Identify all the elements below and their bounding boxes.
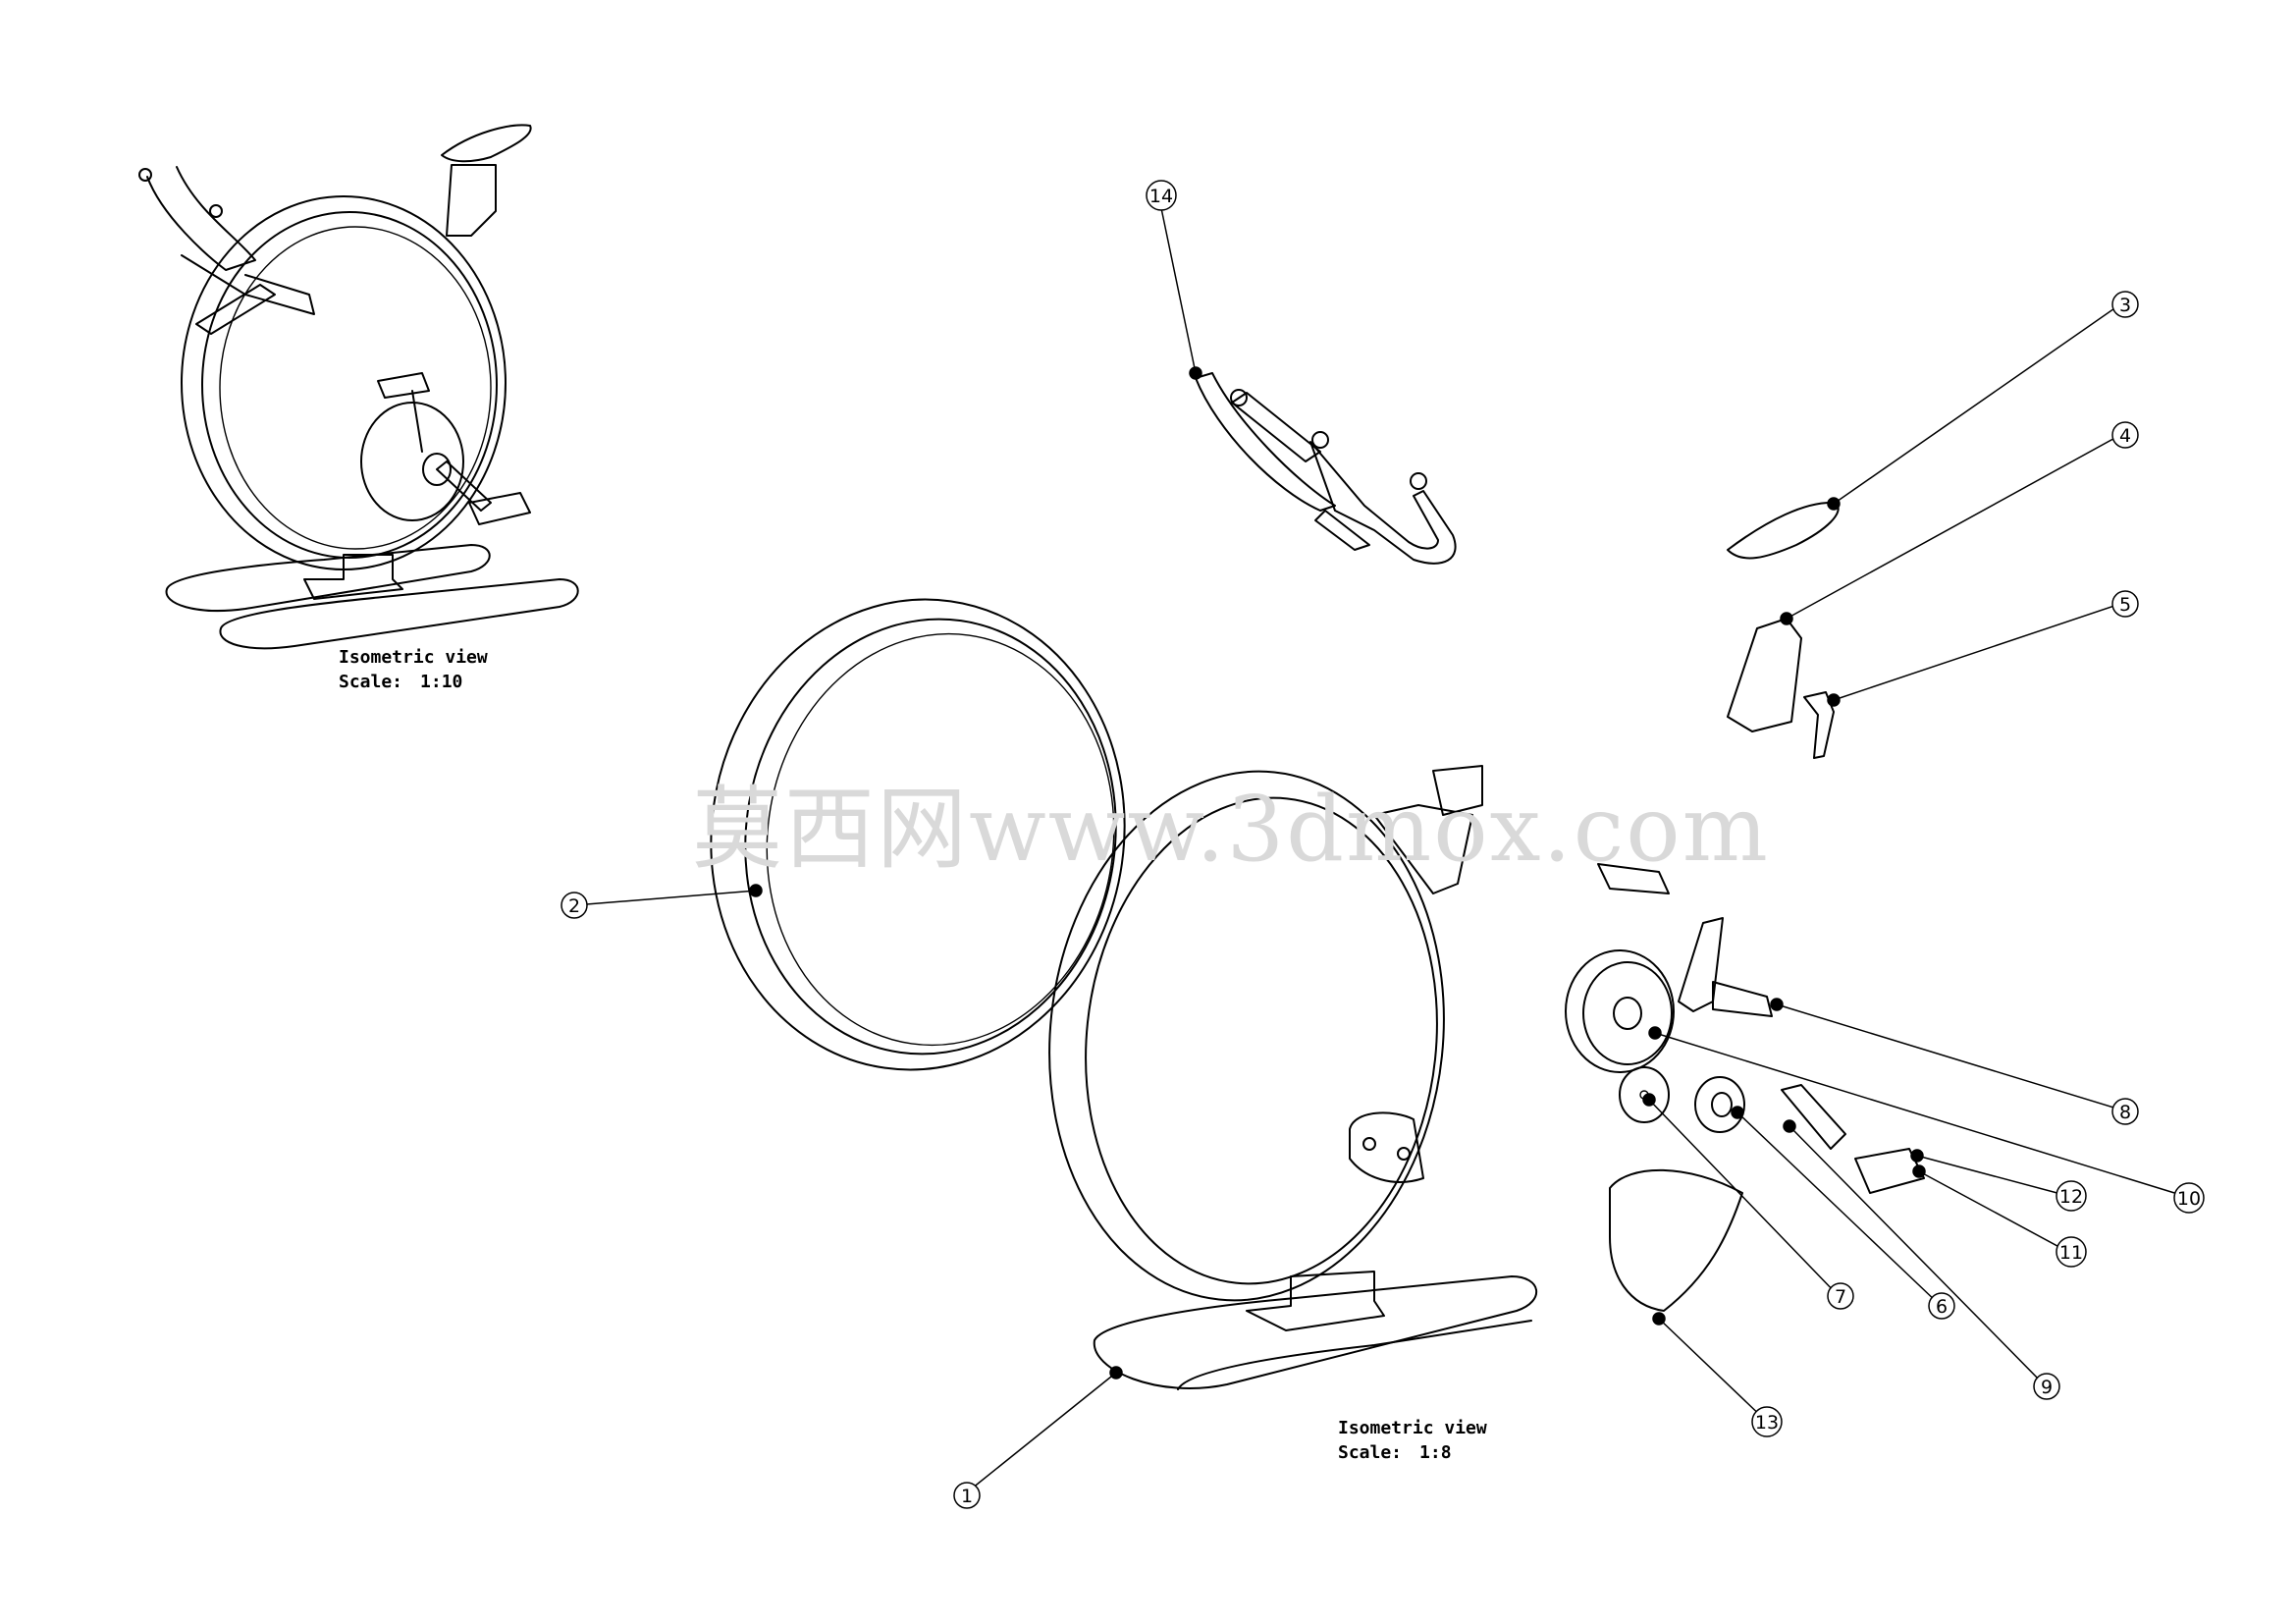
callout-6: 6 — [1928, 1292, 1955, 1320]
part-saddle — [1727, 501, 1840, 560]
watermark-text: 莫西网www.3dmox.com — [692, 777, 1770, 882]
outer-ring — [181, 195, 507, 570]
base-post — [303, 554, 403, 600]
seat-post — [446, 164, 497, 237]
view-caption-1-scale: Scale:1:10 — [339, 672, 462, 692]
callout-12: 12 — [2056, 1180, 2087, 1212]
svg-text:9: 9 — [2041, 1377, 2053, 1398]
part-handlebar — [1195, 372, 1457, 565]
part-seat-post — [1727, 618, 1802, 732]
callout-1: 1 — [953, 1482, 981, 1509]
view-caption-1-title: Isometric view — [339, 647, 488, 668]
svg-text:12: 12 — [2059, 1186, 2083, 1208]
handlebar — [146, 166, 315, 335]
hub-housing — [360, 402, 464, 521]
saddle — [441, 124, 532, 163]
svg-text:10: 10 — [2177, 1188, 2201, 1210]
callout-13: 13 — [1751, 1406, 1783, 1437]
callout-3: 3 — [2111, 291, 2139, 318]
outer-ring-inner — [201, 211, 498, 559]
inner-ring — [219, 226, 492, 550]
callout-9: 9 — [2033, 1373, 2060, 1400]
callout-2: 2 — [561, 892, 588, 919]
callout-10: 10 — [2173, 1182, 2205, 1214]
svg-text:1: 1 — [961, 1486, 973, 1507]
part-pedal-small — [1597, 863, 1670, 894]
part-crank-9 — [1781, 1084, 1846, 1150]
view-caption-2-title: Isometric view — [1338, 1418, 1487, 1438]
callout-5: 5 — [2111, 590, 2139, 618]
svg-text:5: 5 — [2119, 594, 2131, 616]
part-flywheel — [1565, 949, 1675, 1073]
svg-text:7: 7 — [1835, 1286, 1846, 1308]
svg-text:11: 11 — [2059, 1242, 2083, 1264]
pedal-lower — [468, 492, 531, 525]
callout-7: 7 — [1827, 1282, 1854, 1310]
crank-arm — [436, 460, 492, 512]
part-pedal-11 — [1854, 1148, 1925, 1194]
svg-text:3: 3 — [2119, 295, 2131, 316]
crank-arm-upper — [411, 390, 423, 453]
part-lever — [1803, 691, 1835, 759]
base-foot-front — [219, 578, 579, 650]
part-cover-13 — [1609, 1168, 1743, 1312]
svg-text:6: 6 — [1936, 1296, 1948, 1318]
base-foot-rear — [165, 544, 491, 613]
assembled-bike-view — [138, 124, 579, 650]
leader-lines — [573, 207, 2185, 1493]
svg-text:4: 4 — [2119, 425, 2131, 447]
svg-text:8: 8 — [2119, 1102, 2131, 1123]
part-outer-ring — [710, 598, 1126, 1071]
svg-text:14: 14 — [1149, 186, 1173, 207]
hub-cap — [422, 453, 452, 486]
svg-text:2: 2 — [568, 895, 580, 917]
part-main-frame — [1048, 765, 1537, 1390]
pedal-upper — [377, 372, 430, 399]
callout-4: 4 — [2111, 421, 2139, 449]
view-caption-2-scale: Scale:1:8 — [1338, 1442, 1452, 1463]
callout-14: 14 — [1146, 180, 1177, 211]
callout-8: 8 — [2111, 1098, 2139, 1125]
part-crank-arm — [1678, 917, 1773, 1017]
part-disc-6 — [1694, 1076, 1745, 1133]
handlebar-knob-right — [209, 204, 223, 218]
svg-text:13: 13 — [1755, 1412, 1779, 1434]
handlebar-knob-left — [138, 168, 152, 182]
part-disc-7 — [1619, 1066, 1670, 1123]
callout-11: 11 — [2056, 1236, 2087, 1268]
